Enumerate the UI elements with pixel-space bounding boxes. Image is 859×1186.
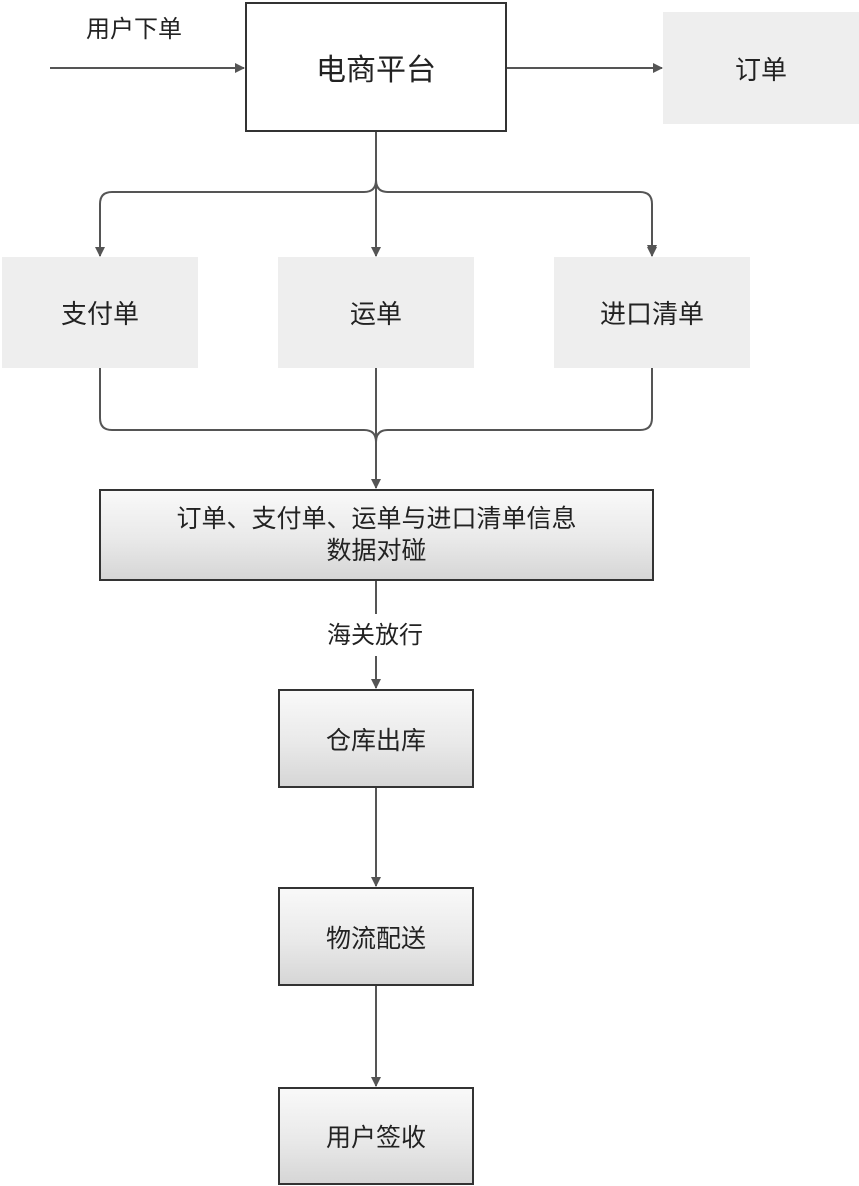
- platform-label: 电商平台: [316, 53, 436, 88]
- data-check-box: 订单、支付单、运单与进口清单信息 数据对碰: [99, 489, 654, 581]
- waybill-box: 运单: [278, 257, 474, 368]
- platform-box: 电商平台: [245, 2, 507, 132]
- warehouse-label: 仓库出库: [325, 725, 426, 755]
- logistics-label: 物流配送: [325, 923, 426, 953]
- import-list-label: 进口清单: [599, 300, 704, 330]
- waybill-label: 运单: [349, 300, 402, 330]
- data-check-line2: 数据对碰: [326, 536, 427, 565]
- order-label: 订单: [734, 55, 787, 86]
- warehouse-box: 仓库出库: [278, 689, 474, 788]
- receipt-label: 用户签收: [325, 1123, 426, 1152]
- logistics-box: 物流配送: [278, 887, 474, 986]
- payment-box: 支付单: [2, 257, 198, 368]
- payment-label: 支付单: [60, 300, 139, 330]
- data-check-line1: 订单、支付单、运单与进口清单信息: [176, 504, 577, 533]
- merge-connector: [99, 368, 653, 443]
- customs-label: 海关放行: [327, 621, 423, 649]
- input-label: 用户下单: [86, 15, 182, 43]
- receipt-box: 用户签收: [278, 1087, 474, 1185]
- import-list-box: 进口清单: [554, 257, 750, 368]
- order-box: 订单: [663, 12, 859, 124]
